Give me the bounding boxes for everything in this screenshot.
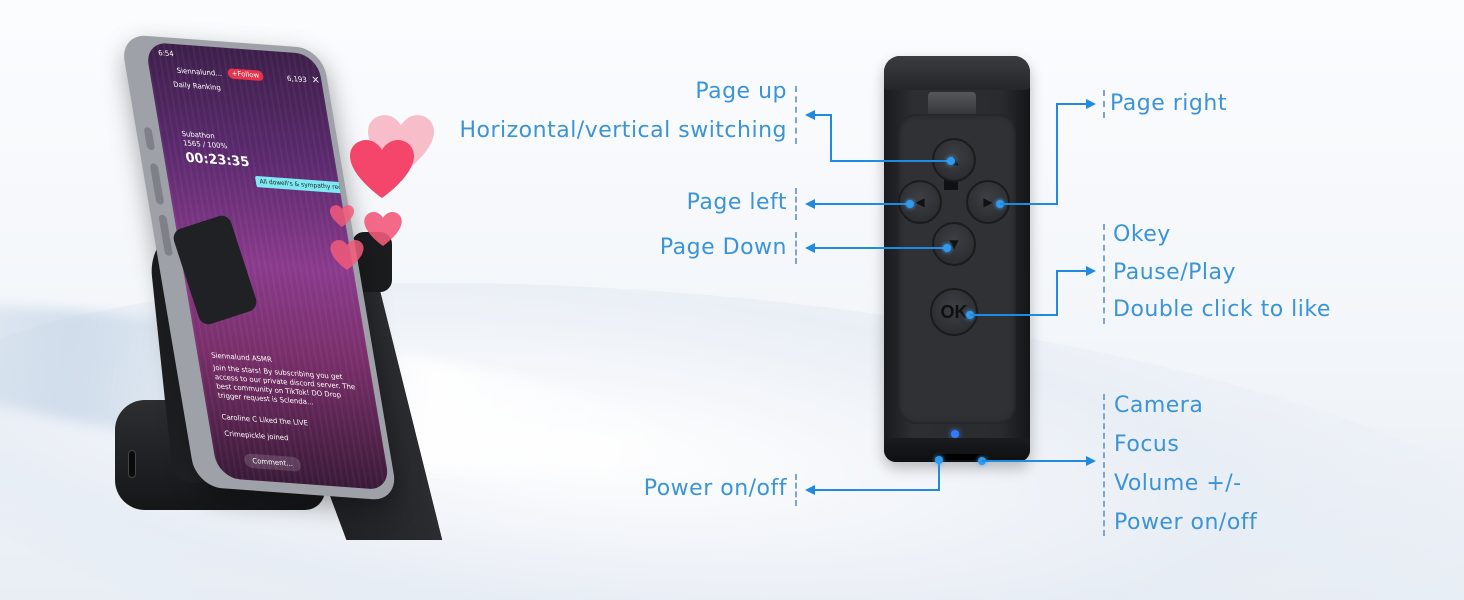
remote-bottom xyxy=(884,438,1030,462)
callout-dot xyxy=(947,157,955,165)
phone-side-button xyxy=(143,127,156,151)
callout-line xyxy=(1000,203,1058,205)
arrow-right-icon xyxy=(1086,266,1096,276)
label-page-right: Page right xyxy=(1110,91,1227,116)
label-pause-play: Pause/Play xyxy=(1113,260,1236,285)
divider-dashed xyxy=(795,232,797,264)
label-page-left: Page left xyxy=(686,190,787,215)
arrow-left-icon xyxy=(805,485,815,495)
heart-icon xyxy=(364,212,402,246)
phone-volume-down xyxy=(158,214,174,257)
page-left-button[interactable]: ◀ xyxy=(898,180,942,224)
label-volume: Volume +/- xyxy=(1114,471,1242,496)
arrow-left-icon xyxy=(805,243,815,253)
divider-dashed xyxy=(795,86,797,144)
divider-dashed xyxy=(795,188,797,220)
label-power-bottom: Power on/off xyxy=(643,476,787,501)
label-page-down: Page Down xyxy=(659,235,787,260)
heart-icon xyxy=(350,140,414,198)
arrow-left-icon xyxy=(805,110,815,120)
callout-line xyxy=(830,160,952,162)
label-focus: Focus xyxy=(1114,432,1180,457)
divider-dashed xyxy=(1103,224,1105,324)
label-camera: Camera xyxy=(1114,393,1204,418)
arrow-right-icon xyxy=(1086,456,1096,466)
label-orientation-switch: Horizontal/vertical switching xyxy=(459,118,787,143)
callout-line xyxy=(812,203,912,205)
callout-dot xyxy=(906,200,914,208)
callout-line xyxy=(1056,270,1086,272)
callout-line xyxy=(982,460,1086,462)
page-down-button[interactable]: ▼ xyxy=(932,222,976,266)
callout-line xyxy=(1056,103,1086,105)
heart-icon xyxy=(330,240,364,270)
callout-dot xyxy=(943,244,951,252)
arrow-right-icon xyxy=(1086,99,1096,109)
callout-line xyxy=(1056,103,1058,205)
label-okey: Okey xyxy=(1113,222,1171,247)
remote-charge-port xyxy=(936,454,986,460)
divider-dashed xyxy=(1103,90,1105,118)
callout-line xyxy=(812,489,940,491)
divider-dashed xyxy=(795,474,797,506)
label-power-side: Power on/off xyxy=(1114,510,1258,535)
divider-dashed xyxy=(1103,394,1105,536)
bluetooth-remote: ▲ ◀ ▶ ▼ OK xyxy=(884,56,1030,462)
remote-top-cap xyxy=(884,56,1030,90)
callout-line xyxy=(938,460,940,491)
callout-line xyxy=(970,314,1058,316)
arrow-left-icon xyxy=(805,199,815,209)
status-led xyxy=(951,430,959,438)
callout-line xyxy=(830,114,832,162)
label-page-up: Page up xyxy=(695,79,787,104)
callout-line xyxy=(812,114,832,116)
callout-line xyxy=(812,247,948,249)
status-time: 6:54 xyxy=(157,48,175,59)
callout-dot xyxy=(935,456,943,464)
heart-icon xyxy=(330,205,354,227)
callout-line xyxy=(1056,270,1058,316)
viewer-count: 6,193 xyxy=(286,74,308,85)
label-double-click-like: Double click to like xyxy=(1113,297,1331,322)
usb-c-port xyxy=(128,450,136,478)
phone-volume-up xyxy=(149,163,165,205)
